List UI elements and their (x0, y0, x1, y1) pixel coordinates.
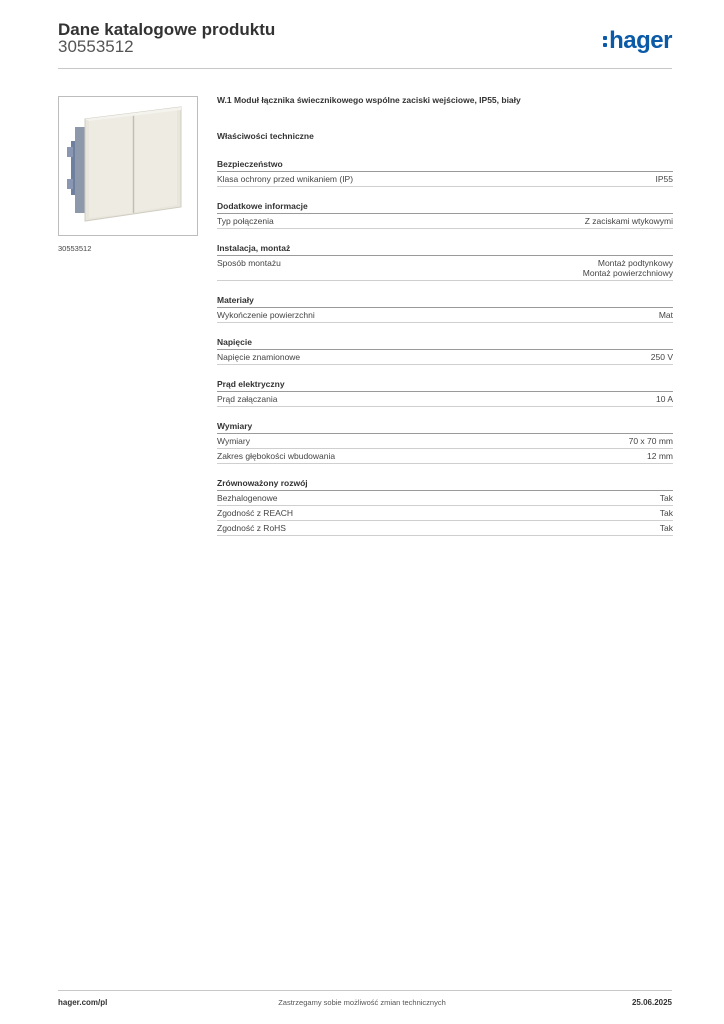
spec-label: Zakres głębokości wbudowania (217, 451, 336, 461)
spec-content: W.1 Moduł łącznika świecznikowego wspóln… (217, 95, 673, 550)
spec-label: Typ połączenia (217, 216, 274, 226)
spec-row: Prąd załączania 10 A (217, 392, 673, 407)
tech-properties-heading: Właściwości techniczne (217, 131, 314, 141)
section-title: Instalacja, montaż (217, 243, 673, 256)
spec-value: Z zaciskami wtykowymi (585, 216, 673, 226)
switch-module-illustration (67, 106, 182, 222)
spec-value: Tak (660, 493, 673, 503)
section-title: Bezpieczeństwo (217, 159, 673, 172)
product-title: W.1 Moduł łącznika świecznikowego wspóln… (217, 95, 521, 105)
spec-value: 70 x 70 mm (629, 436, 673, 446)
spec-value-line: Tak (659, 508, 673, 518)
spec-value-line: IP55 (655, 174, 674, 184)
section-title: Zrównoważony rozwój (217, 478, 673, 491)
spec-label: Napięcie znamionowe (217, 352, 301, 362)
spec-label: Wymiary (217, 436, 250, 446)
footer-disclaimer: Zastrzegamy sobie możliwość zmian techni… (278, 998, 446, 1007)
spec-row: Typ połączenia Z zaciskami wtykowymi (217, 214, 673, 229)
spec-value: 250 V (651, 352, 673, 362)
hager-logo: hager (603, 28, 672, 54)
spec-value-line: Z zaciskami wtykowymi (584, 216, 673, 226)
spec-row: Wymiary 70 x 70 mm (217, 434, 673, 449)
section-title: Wymiary (217, 421, 673, 434)
spec-label: Zgodność z RoHS (217, 523, 286, 533)
spec-value: IP55 (656, 174, 674, 184)
spec-row: Klasa ochrony przed wnikaniem (IP) IP55 (217, 172, 673, 187)
spec-value-line: Mat (658, 310, 673, 320)
spec-value-line: 10 A (655, 394, 673, 404)
spec-value-line: 12 mm (647, 451, 673, 461)
spec-row: Zakres głębokości wbudowania 12 mm (217, 449, 673, 464)
spec-value-line: Montaż podtynkowy (597, 258, 673, 268)
spec-value-line: 70 x 70 mm (628, 436, 673, 446)
spec-value: Tak (660, 523, 673, 533)
section-title: Dodatkowe informacje (217, 201, 673, 214)
spec-row: Zgodność z REACH Tak (217, 506, 673, 521)
spec-row: Wykończenie powierzchni Mat (217, 308, 673, 323)
footer-website: hager.com/pl (58, 998, 108, 1007)
spec-label: Zgodność z REACH (217, 508, 294, 518)
spec-value: Tak (660, 508, 673, 518)
page-title: Dane katalogowe produktu (58, 20, 276, 39)
section-title: Prąd elektryczny (217, 379, 673, 392)
spec-value-line: Montaż powierzchniowy (582, 268, 673, 278)
spec-value-line: 250 V (650, 352, 673, 362)
product-image (58, 96, 198, 236)
product-code: 30553512 (58, 37, 134, 56)
header-divider (58, 68, 672, 69)
footer-date: 25.06.2025 (631, 998, 672, 1007)
section-title: Napięcie (217, 337, 673, 350)
spec-value: Mat (659, 310, 673, 320)
spec-label: Sposób montażu (217, 258, 281, 268)
spec-value: 10 A (656, 394, 673, 404)
section-title: Materiały (217, 295, 673, 308)
spec-label: Wykończenie powierzchni (217, 310, 315, 320)
spec-label: Klasa ochrony przed wnikaniem (IP) (217, 174, 354, 184)
logo-mark-icon (603, 35, 608, 47)
spec-label: Prąd załączania (217, 394, 278, 404)
spec-value-line: Tak (659, 523, 673, 533)
spec-row: Bezhalogenowe Tak (217, 491, 673, 506)
image-caption: 30553512 (58, 244, 92, 253)
spec-row: Napięcie znamionowe 250 V (217, 350, 673, 365)
spec-label: Bezhalogenowe (217, 493, 278, 503)
spec-value-line: Tak (659, 493, 673, 503)
footer-divider (58, 990, 672, 991)
spec-value: 12 mm (647, 451, 673, 461)
spec-row: Zgodność z RoHS Tak (217, 521, 673, 536)
logo-text: hager (609, 27, 672, 54)
